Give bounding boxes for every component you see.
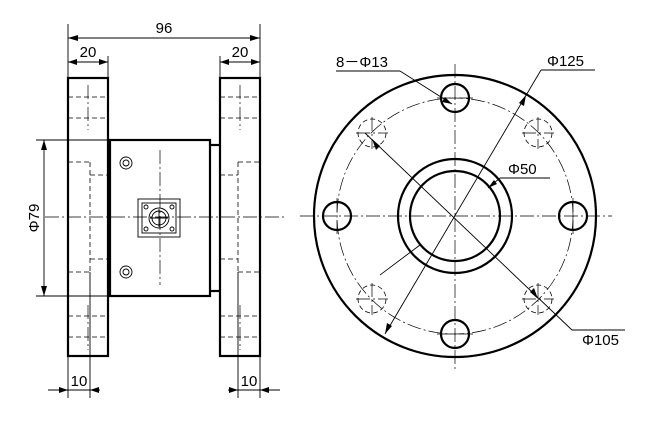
dim-96-label: 96 (156, 20, 173, 37)
dim-right-recess: 10 (228, 272, 280, 398)
dim-20-left-label: 20 (80, 44, 97, 61)
dim-bore: Φ50 (379, 161, 550, 276)
dim-bolt-circle: Φ105 (364, 132, 625, 349)
dim-left-flange-width: 20 (68, 44, 109, 78)
side-view: 96 20 20 Φ79 (26, 20, 285, 398)
dim-10-right-label: 10 (241, 373, 258, 390)
connector (137, 198, 181, 238)
dim-10-left-label: 10 (71, 373, 88, 390)
dim-79-label: Φ79 (26, 204, 43, 233)
flange-outer-label: Φ125 (547, 53, 584, 70)
bolt-circle-label: Φ105 (582, 332, 619, 349)
dim-20-right-label: 20 (232, 44, 249, 61)
sensor-body (108, 138, 212, 298)
dim-hole-callout: 8－Φ13 (336, 54, 453, 105)
dim-left-recess: 10 (48, 272, 100, 398)
bore-label: Φ50 (508, 161, 537, 178)
screw-bottom (119, 265, 133, 279)
dim-body-diameter: Φ79 (26, 139, 110, 297)
dim-right-flange-width: 20 (219, 44, 260, 78)
front-view: 8－Φ13 Φ125 Φ50 Φ105 (300, 53, 625, 370)
screw-top (119, 156, 133, 170)
dim-flange-outer: Φ125 (384, 53, 595, 335)
dim-overall-length: 96 (67, 20, 261, 78)
hole-callout-label: 8－Φ13 (336, 54, 388, 71)
